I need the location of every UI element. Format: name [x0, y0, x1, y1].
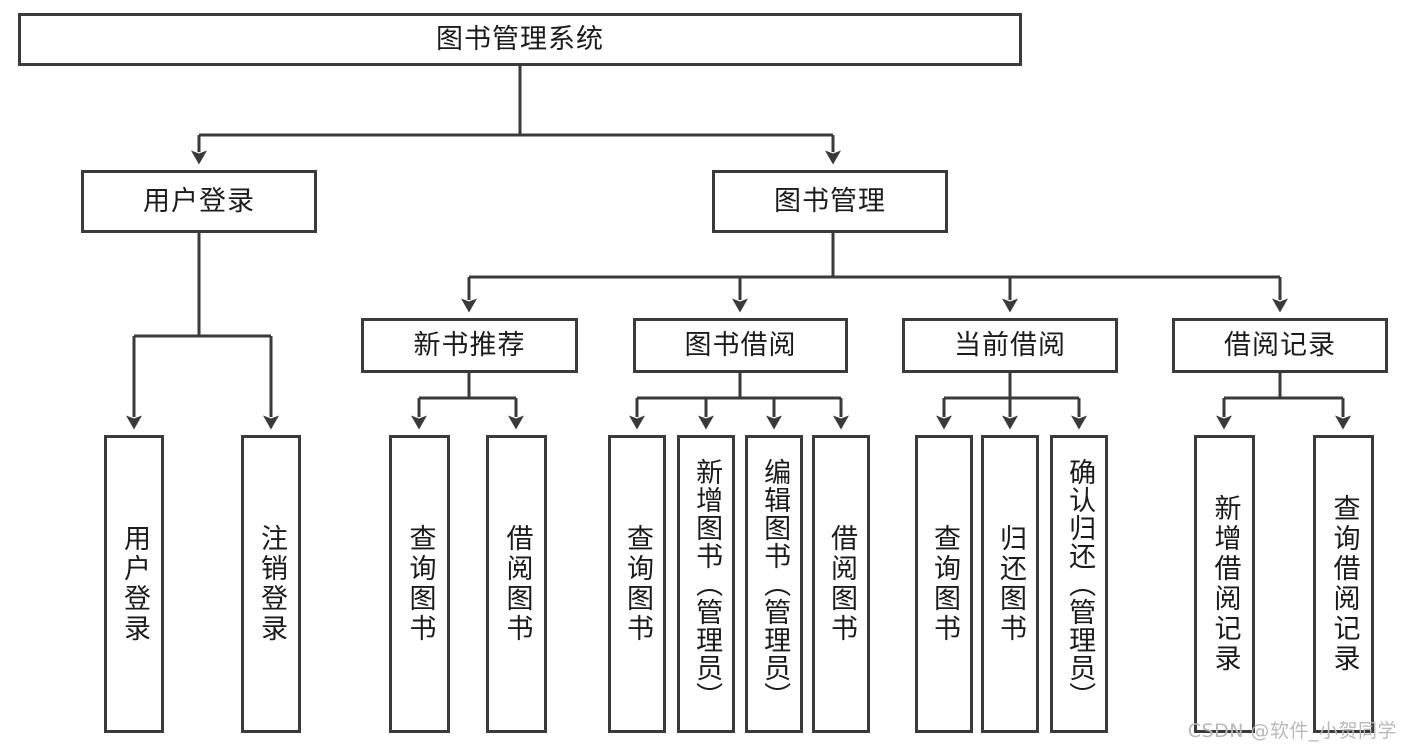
- node-label: 图书借阅: [684, 329, 797, 361]
- leaf-user-login-signin[interactable]: 用户登录: [104, 435, 164, 733]
- node-label: 查询图书: [621, 524, 653, 644]
- node-label: 用户登录: [118, 524, 150, 644]
- leaf-record-query-borrow-record[interactable]: 查询借阅记录: [1313, 435, 1374, 733]
- leaf-current-confirm-return-admin[interactable]: 确认归还（管理员）: [1050, 435, 1108, 733]
- leaf-recommend-borrow-book[interactable]: 借阅图书: [486, 435, 547, 733]
- node-label: 借阅图书: [825, 524, 857, 644]
- leaf-borrow-edit-book-admin[interactable]: 编辑图书（管理员）: [745, 435, 803, 733]
- node-label: 注销登录: [255, 524, 287, 644]
- leaf-current-return-book[interactable]: 归还图书: [981, 435, 1039, 733]
- node-borrow-record[interactable]: 借阅记录: [1172, 318, 1388, 373]
- leaf-recommend-query-book[interactable]: 查询图书: [389, 435, 450, 733]
- leaf-borrow-borrow-book[interactable]: 借阅图书: [812, 435, 870, 733]
- node-current-borrow[interactable]: 当前借阅: [902, 318, 1118, 373]
- node-label: 确认归还（管理员）: [1064, 458, 1096, 710]
- node-label: 借阅记录: [1224, 329, 1336, 361]
- node-book-management[interactable]: 图书管理: [712, 170, 948, 233]
- node-label: 查询图书: [404, 524, 436, 644]
- node-root-system[interactable]: 图书管理系统: [18, 13, 1022, 66]
- node-label: 查询借阅记录: [1328, 494, 1360, 674]
- node-label: 用户登录: [143, 185, 255, 217]
- csdn-watermark: CSDN @软件_小贺同学: [1187, 720, 1397, 742]
- leaf-current-query-book[interactable]: 查询图书: [915, 435, 973, 733]
- leaf-user-login-signout[interactable]: 注销登录: [241, 435, 301, 733]
- node-new-book-recommend[interactable]: 新书推荐: [361, 318, 578, 373]
- node-label: 新增借阅记录: [1209, 494, 1241, 674]
- node-label: 新增图书（管理员）: [691, 458, 723, 710]
- node-label: 借阅图书: [501, 524, 533, 644]
- node-label: 新书推荐: [413, 329, 526, 361]
- node-label: 图书管理系统: [436, 23, 604, 55]
- node-label: 归还图书: [994, 524, 1026, 644]
- leaf-borrow-query-book[interactable]: 查询图书: [608, 435, 666, 733]
- leaf-borrow-add-book-admin[interactable]: 新增图书（管理员）: [677, 435, 735, 733]
- node-user-login[interactable]: 用户登录: [81, 170, 317, 233]
- node-label: 图书管理: [774, 185, 886, 217]
- node-label: 查询图书: [928, 524, 960, 644]
- leaf-record-add-borrow-record[interactable]: 新增借阅记录: [1194, 435, 1255, 733]
- node-label: 编辑图书（管理员）: [759, 458, 791, 710]
- node-book-borrow[interactable]: 图书借阅: [633, 318, 848, 373]
- node-label: 当前借阅: [954, 329, 1066, 361]
